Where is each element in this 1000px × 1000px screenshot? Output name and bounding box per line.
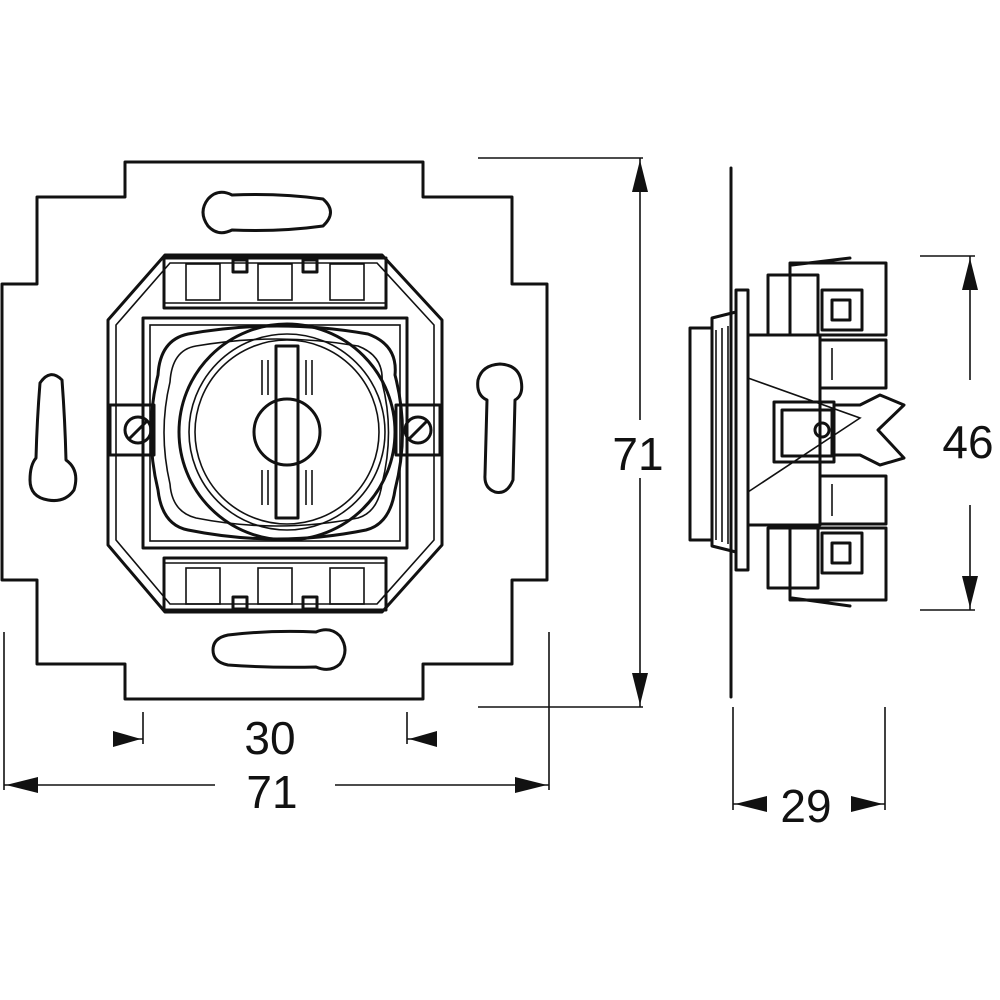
rotary-knob-ring [188,333,386,531]
side-terminal-bottom [766,474,888,608]
side-dimensions: 46 29 [732,255,994,832]
terminal-block-top [162,256,388,310]
rotary-knob-ring-2 [194,339,380,525]
slot-bottom [211,628,347,671]
side-bracket-left [108,403,156,457]
mounting-plate-outline [0,160,549,701]
dimension-front-inner-width: 30 [244,712,295,764]
side-body [746,333,822,527]
dimension-side-depth: 29 [780,780,831,832]
front-view [0,160,549,701]
side-screw-icon [813,421,831,439]
knob-housing-inner [163,338,390,527]
side-terminal-top [766,256,888,390]
dimension-front-height: 71 [612,428,663,480]
terminal-block-bottom [162,556,388,612]
side-view [688,166,906,699]
side-front-cover [688,326,714,542]
dimension-side-height: 46 [942,416,993,468]
screw-left-icon [123,415,153,445]
slot-right [476,362,524,494]
slot-left [28,373,78,502]
knob-shaft-hole [252,397,322,467]
insert-octagon-outer [106,253,444,614]
rotary-knob-outer [177,322,397,542]
front-dimensions: 71 71 30 [3,157,664,818]
insert-octagon-inner [115,262,435,605]
slot-top [201,190,332,235]
knob-housing [149,324,404,541]
dimension-front-width: 71 [246,766,297,818]
center-frame [141,316,409,550]
screw-right-icon [403,415,433,445]
knob-indicator-bar [274,344,300,520]
